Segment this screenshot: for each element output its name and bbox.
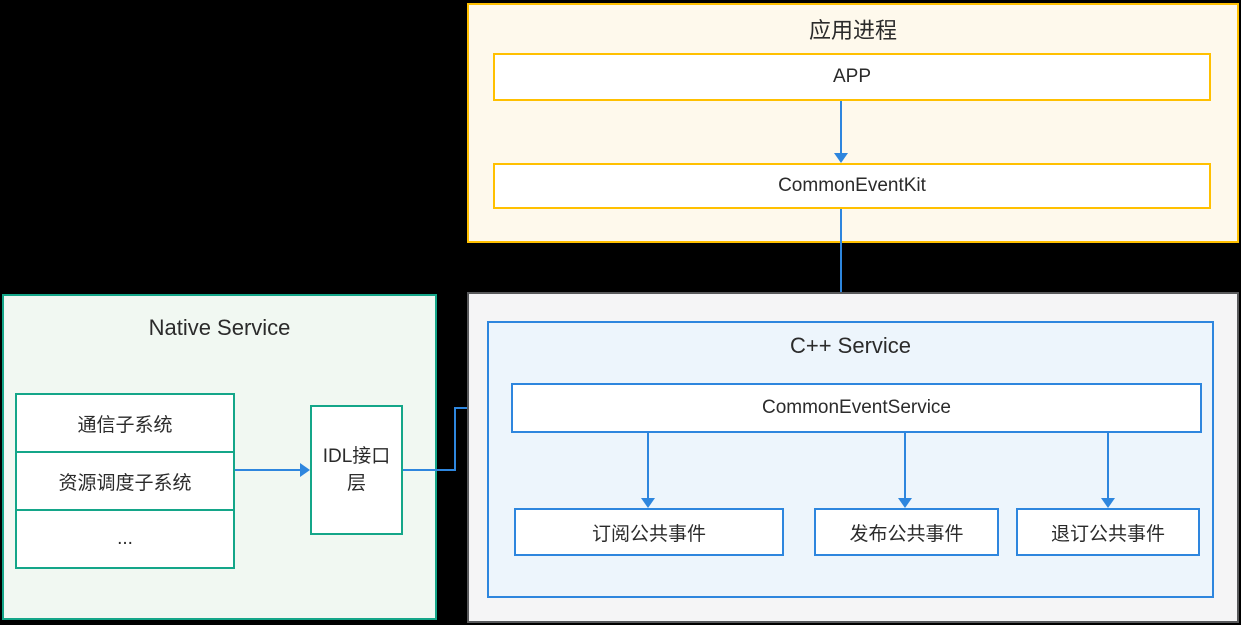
subscribe-event-label: 订阅公共事件 [591,523,706,545]
app-node-label: APP [832,66,872,87]
subsystem-node-ellipsis: ... [15,509,235,569]
arrow-subsystem-to-idl-head-icon [300,463,310,477]
commoneventkit-node: CommonEventKit [493,163,1211,209]
native-service-title: Native Service [148,315,291,340]
subsystem-node-resource-schedule: 资源调度子系统 [15,451,235,511]
cpp-service-title: C++ Service [789,333,912,358]
subsystem-node-communication: 通信子系统 [15,393,235,453]
arrow-subsystem-to-idl-line [235,469,301,471]
commoneventservice-node: CommonEventService [511,383,1202,433]
idl-layer-node: IDL接口层 [310,405,403,535]
arrow-app-to-kit-line [840,101,842,154]
subscribe-event-node: 订阅公共事件 [514,508,784,556]
unsubscribe-event-label: 退订公共事件 [1050,523,1165,545]
subsystem-stack: 通信子系统 资源调度子系统 ... [15,393,235,569]
arrow-service-to-publish-line [904,433,906,498]
app-process-title: 应用进程 [808,18,897,43]
app-node: APP [493,53,1211,101]
publish-event-node: 发布公共事件 [814,508,999,556]
arrow-service-to-subscribe-line [647,433,649,498]
arrow-service-to-publish-head-icon [898,498,912,508]
arrow-service-to-unsubscribe-line [1107,433,1109,498]
arrow-service-to-unsubscribe-head-icon [1101,498,1115,508]
commoneventservice-node-label: CommonEventService [761,397,952,418]
arrow-service-to-subscribe-head-icon [641,498,655,508]
cpp-service-group [487,321,1214,598]
subsystem-label: 通信子系统 [77,414,173,436]
subsystem-label: ... [117,528,133,549]
unsubscribe-event-node: 退订公共事件 [1016,508,1200,556]
arrow-idl-to-service-segment-vertical [454,407,456,471]
arrow-app-to-kit-head-icon [834,153,848,163]
arrow-kit-to-cppservice-line [840,209,842,312]
publish-event-label: 发布公共事件 [849,523,964,545]
subsystem-label: 资源调度子系统 [58,472,192,494]
arrow-idl-to-service-segment-bottom [403,469,456,471]
commoneventkit-node-label: CommonEventKit [778,175,926,196]
idl-layer-label: IDL接口层 [322,446,391,494]
